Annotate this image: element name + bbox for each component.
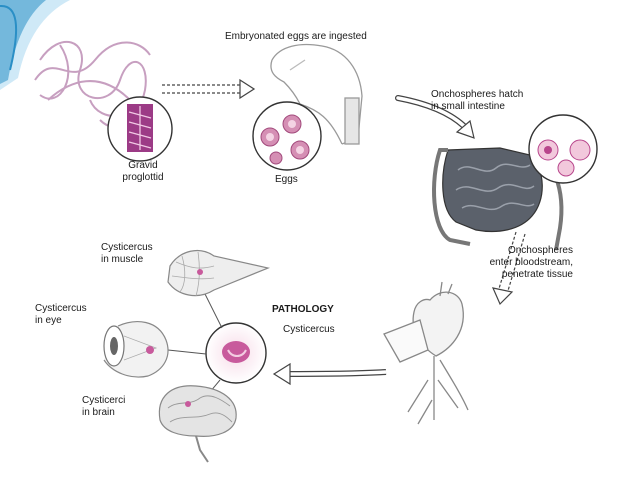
- proglottid-circle: [107, 96, 173, 162]
- label-gravid: Gravid proglottid: [122, 160, 164, 183]
- heart-icon: [383, 281, 469, 425]
- brain-icon: [158, 385, 237, 463]
- label-enter: Onchospheres enter bloodstream, penetrat…: [489, 245, 573, 280]
- muscle-icon: [167, 249, 271, 297]
- label-hatch: Onchospheres hatch in small intestine: [431, 89, 524, 112]
- eye-icon: [103, 321, 169, 378]
- arrow-head-to-intestine: [395, 95, 475, 139]
- arrow-blood-to-cysticercus: [272, 362, 387, 386]
- hatch-circle: [528, 114, 598, 184]
- head-icon: [270, 43, 363, 145]
- label-brain: Cysticerci in brain: [82, 395, 126, 418]
- eggs-circle: [252, 101, 322, 171]
- arrow-worm-to-head: [162, 78, 256, 100]
- arrow-intestine-to-blood: [491, 231, 526, 306]
- label-ingested: Embryonated eggs are ingested: [225, 31, 367, 42]
- label-eye: Cysticercus in eye: [35, 303, 87, 326]
- label-eggs: Eggs: [275, 174, 298, 185]
- label-pathology: PATHOLOGY: [272, 304, 334, 315]
- cysticercus-circle: [205, 322, 267, 384]
- accent-swoosh: [0, 0, 70, 90]
- label-muscle: Cysticercus in muscle: [101, 242, 153, 265]
- label-cysticercus: Cysticercus: [283, 324, 335, 335]
